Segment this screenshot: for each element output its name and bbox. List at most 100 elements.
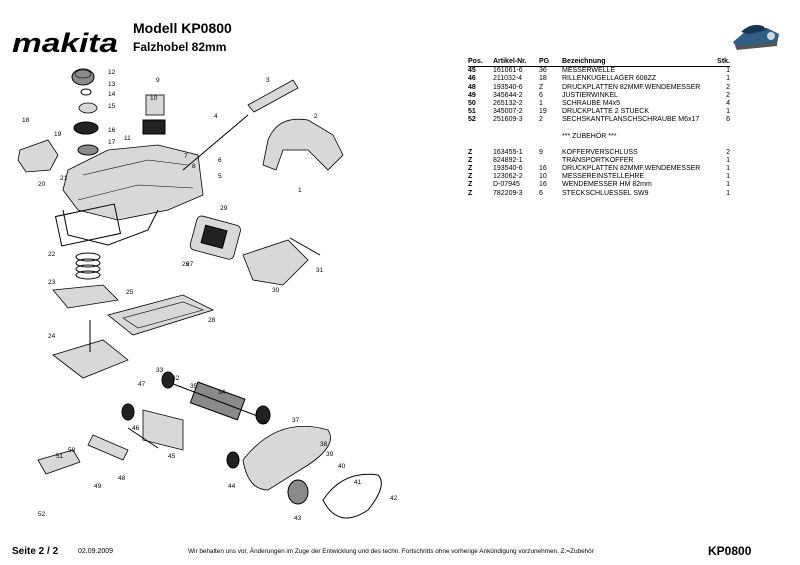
cell-pos: 48 bbox=[468, 83, 476, 91]
cell-pos: Z bbox=[468, 148, 473, 156]
cell-description: SECHSKANTFLANSCHSCHRAUBE M6x17 bbox=[562, 116, 700, 124]
cell-pg: 18 bbox=[539, 75, 547, 83]
callout-17: 17 bbox=[108, 139, 116, 146]
switch bbox=[145, 94, 165, 116]
blade-holder bbox=[87, 434, 129, 461]
cell-qty: 1 bbox=[726, 108, 730, 116]
pulley bbox=[287, 479, 309, 505]
callout-41: 41 bbox=[354, 479, 362, 486]
callout-49: 49 bbox=[94, 483, 102, 490]
col-pg: PG bbox=[539, 58, 550, 65]
parts-list: Pos. Artikel-Nr. PG Bezeichnung Stk. 45 … bbox=[468, 58, 730, 198]
product-subtitle: Falzhobel 82mm bbox=[133, 40, 227, 54]
cell-description: WENDEMESSER HM 82mm bbox=[562, 181, 652, 189]
callout-18: 18 bbox=[22, 117, 30, 124]
exploded-view-drawing: 12 13 14 15 16 17 18 19 20 21 11 9 10 3 … bbox=[17, 68, 398, 522]
cell-pg: 9 bbox=[539, 148, 543, 156]
callout-24: 24 bbox=[48, 333, 56, 340]
callout-48: 48 bbox=[118, 475, 126, 482]
rear-handle bbox=[262, 118, 344, 171]
cell-pg: 19 bbox=[539, 108, 547, 116]
callout-31: 31 bbox=[316, 267, 324, 274]
col-qty: Stk. bbox=[717, 58, 730, 65]
cell-pos: Z bbox=[468, 173, 473, 181]
cell-pos: Z bbox=[468, 189, 473, 197]
callout-6: 6 bbox=[218, 157, 222, 164]
callout-9: 9 bbox=[156, 77, 160, 84]
screw-31 bbox=[289, 237, 321, 256]
cell-article: 782209-3 bbox=[493, 189, 523, 197]
side-cap bbox=[17, 139, 59, 173]
callout-47: 47 bbox=[138, 381, 146, 388]
callout-10: 10 bbox=[150, 95, 158, 102]
callout-23: 23 bbox=[48, 279, 56, 286]
table-row: 46 211032-4 18 RILLENKUGELLAGER 608ZZ 1 bbox=[468, 75, 730, 83]
cell-pg: 16 bbox=[539, 181, 547, 189]
callout-27: 27 bbox=[186, 261, 194, 268]
callout-22: 22 bbox=[48, 251, 56, 258]
cell-article: 193540-6 bbox=[493, 83, 523, 91]
table-row: Z 824892-1 TRANSPORTKOFFER 1 bbox=[468, 157, 730, 165]
cell-qty: 1 bbox=[726, 165, 730, 173]
depth-plate bbox=[52, 284, 119, 309]
callout-46: 46 bbox=[132, 425, 140, 432]
callout-14: 14 bbox=[108, 91, 116, 98]
model-title: Modell KP0800 bbox=[133, 20, 232, 36]
cell-pos: 49 bbox=[468, 91, 476, 99]
callout-40: 40 bbox=[338, 463, 346, 470]
callout-52: 52 bbox=[38, 511, 46, 518]
front-base bbox=[52, 339, 129, 379]
callout-12: 12 bbox=[108, 69, 116, 76]
armature bbox=[161, 371, 271, 425]
disclaimer-note: Wir behalten uns vor, Änderungen im Zuge… bbox=[188, 548, 594, 555]
cutter-drum bbox=[121, 403, 240, 469]
base-plate bbox=[107, 294, 215, 336]
cell-pos: Z bbox=[468, 165, 473, 173]
cell-pos: 46 bbox=[468, 75, 476, 83]
callout-21: 21 bbox=[60, 175, 68, 182]
table-row: 49 345644-2 6 JUSTIERWINKEL 2 bbox=[468, 92, 730, 100]
table-row: 48 193540-6 Z DRUCKPLATTEN 82MMF.WENDEME… bbox=[468, 84, 730, 92]
cell-qty: 2 bbox=[726, 83, 730, 91]
callout-45: 45 bbox=[168, 453, 176, 460]
cell-pos: 51 bbox=[468, 108, 476, 116]
cell-description: RILLENKUGELLAGER 608ZZ bbox=[562, 75, 657, 83]
cell-pg: 6 bbox=[539, 189, 543, 197]
pressure-plate bbox=[37, 449, 81, 475]
callout-15: 15 bbox=[108, 103, 116, 110]
cell-qty: 1 bbox=[726, 189, 730, 197]
cell-qty: 1 bbox=[726, 67, 730, 75]
cell-pg: 2 bbox=[539, 116, 543, 124]
callout-32: 32 bbox=[172, 375, 180, 382]
document-date: 02.09.2009 bbox=[78, 548, 114, 555]
callout-8: 8 bbox=[192, 163, 196, 170]
cell-article: 265132-2 bbox=[493, 99, 523, 107]
spring bbox=[75, 252, 101, 280]
cell-qty: 1 bbox=[726, 156, 730, 164]
table-row: Z 782209-3 6 STECKSCHLUESSEL SW9 1 bbox=[468, 190, 730, 198]
callout-20: 20 bbox=[38, 181, 46, 188]
parts-list-header: Pos. Artikel-Nr. PG Bezeichnung Stk. bbox=[468, 58, 730, 68]
cell-article: 824892-1 bbox=[493, 156, 523, 164]
accessory-heading: *** ZUBEHÖR *** bbox=[562, 132, 617, 140]
cell-pos: 52 bbox=[468, 116, 476, 124]
footer-model: KP0800 bbox=[708, 544, 752, 558]
page-number: Seite 2 / 2 bbox=[12, 546, 59, 557]
cell-qty: 4 bbox=[726, 99, 730, 107]
drive-belt bbox=[322, 473, 382, 519]
cell-description: DRUCKPLATTE 2 STUECK bbox=[562, 108, 649, 116]
callout-50: 50 bbox=[68, 447, 76, 454]
table-row: 50 265132-2 1 SCHRAUBE M4x5 4 bbox=[468, 100, 730, 108]
table-row: 52 251609-3 2 SECHSKANTFLANSCHSCHRAUBE M… bbox=[468, 116, 730, 124]
makita-logo: makita bbox=[12, 28, 118, 58]
callout-5: 5 bbox=[218, 173, 222, 180]
callout-42: 42 bbox=[390, 495, 398, 502]
callout-35: 35 bbox=[190, 383, 198, 390]
cell-article: 123062-2 bbox=[493, 173, 523, 181]
cell-description: SCHRAUBE M4x5 bbox=[562, 99, 620, 107]
callout-2: 2 bbox=[314, 113, 318, 120]
table-row: Z D-07945 16 WENDEMESSER HM 82mm 1 bbox=[468, 181, 730, 189]
cell-qty: 2 bbox=[726, 91, 730, 99]
cell-qty: 1 bbox=[726, 75, 730, 83]
callout-16: 16 bbox=[108, 127, 116, 134]
